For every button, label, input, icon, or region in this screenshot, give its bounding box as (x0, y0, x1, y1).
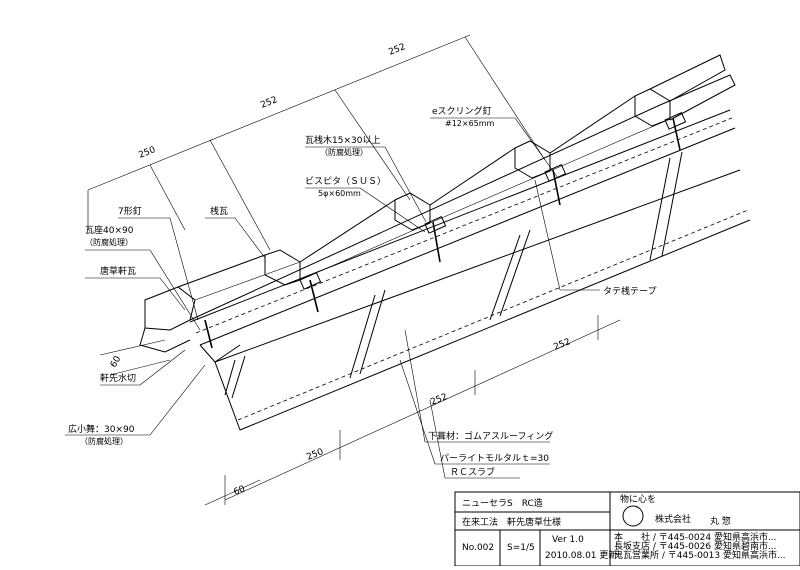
dim-top-250: 250 (137, 145, 157, 161)
label-karakusa: 唐草軒瓦 (100, 265, 136, 277)
tb-slogan: 物に心を (620, 493, 656, 505)
label-sangawara: 桟瓦 (210, 205, 228, 217)
tb-company: 株式会社 (655, 513, 691, 525)
dim-bot-250: 250 (305, 447, 325, 463)
dim-bot-60: 60 (232, 484, 247, 498)
label-batten-wood-note: （防腐処理） (320, 147, 368, 157)
dim-bot-252b: 252 (429, 392, 449, 408)
label-nail-7: 7形釘 (118, 205, 142, 217)
label-batten-wood: 瓦桟木15×30以上 (305, 134, 380, 146)
dim-left-60: 60 (109, 354, 124, 369)
label-tile-seat-note: （防腐処理） (85, 237, 133, 247)
label-bispita-size: 5φ×60mm (318, 189, 361, 198)
dim-bot-252a: 252 (552, 337, 572, 353)
label-rc-slab: ＲＣスラブ (450, 466, 495, 478)
top-dimension-lines: 252 252 250 (87, 34, 546, 251)
tb-scale: S=1/5 (507, 543, 535, 553)
label-tile-seat: 瓦座40×90 (85, 224, 134, 236)
roof-tiles (139, 54, 736, 353)
mortar-and-slab (189, 109, 751, 431)
dim-top-252b: 252 (259, 95, 279, 111)
label-bispita: ビスピタ（ＳＵＳ） (305, 176, 386, 187)
label-underlay: 下葺材：ゴムアスルーフィング (428, 430, 553, 442)
tb-product: ニューセラS RC造 (462, 497, 543, 509)
tb-company-name: 丸 惣 (710, 515, 731, 527)
tb-address-2: 長坂支店 / 〒445-0026 愛知県碧南市... (614, 540, 777, 552)
label-eaves-drip: 軒先水切 (100, 372, 136, 384)
tb-address-1: 本 社 / 〒445-0024 愛知県高浜市... (614, 531, 777, 543)
tb-method: 在来工法 軒先唐草仕様 (462, 516, 561, 528)
tb-number: No.002 (462, 543, 494, 553)
tb-address-3: 鬼瓦営業所 / 〒445-0013 愛知県高浜市... (614, 549, 786, 561)
label-e-screw-nail: eスクリング釘 (432, 105, 492, 117)
label-perlite: パーライトモルタルｔ=30 (440, 453, 549, 464)
label-e-screw-nail-size: #12×65mm (445, 119, 495, 128)
leader-lines (65, 117, 600, 479)
tb-date: 2010.08.01 更新 (545, 549, 617, 561)
slab-ribs (224, 151, 683, 399)
battens-and-screws (204, 112, 687, 349)
label-tate-tape: タテ桟テープ (603, 285, 656, 297)
bottom-dimension-lines: 252 252 250 60 60 (99, 315, 621, 506)
annotation-labels: eスクリング釘 #12×65mm 瓦桟木15×30以上 （防腐処理） ビスピタ（… (68, 105, 656, 478)
dim-top-252a: 252 (387, 42, 407, 58)
label-hirokomai: 広小舞：30×90 (68, 423, 135, 435)
company-seal-icon (622, 505, 644, 527)
title-block: ニューセラS RC造 在来工法 軒先唐草仕様 No.002 S=1/5 Ver … (454, 491, 800, 567)
label-hirokomai-note: （防腐処理） (80, 436, 128, 446)
tb-version: Ver 1.0 (552, 535, 584, 545)
